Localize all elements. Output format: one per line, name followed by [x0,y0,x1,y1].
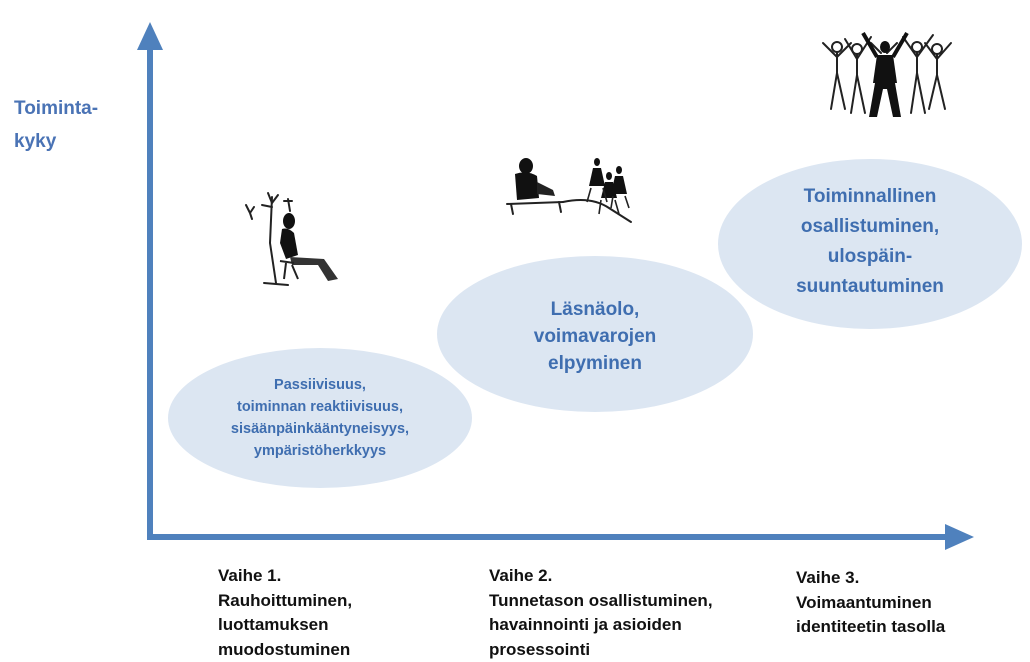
stage-3-label: Vaihe 3. Voimaantuminen identiteetin tas… [796,568,946,636]
phase-3-description: Toiminnallinen osallistuminen, ulospäin-… [796,186,944,297]
person-sitting-by-tree-icon [228,183,356,297]
person-on-bench-watching-group-icon [481,110,661,234]
phase-2-description: Läsnäolo, voimavarojen elpyminen [533,299,657,374]
phase-1-description: Passiivisuus, toiminnan reaktiivisuus, s… [230,377,410,459]
y-axis-arrowhead [137,22,163,50]
y-axis-label: Toiminta- kyky [14,98,99,152]
phase-2-ellipse [437,256,753,412]
phase-1-ellipse [168,348,472,488]
group-raising-arms-icon [811,13,961,125]
x-axis-arrowhead [945,524,974,550]
stage-2-label: Vaihe 2. Tunnetason osallistuminen, hava… [489,566,713,659]
stage-1-label: Vaihe 1. Rauhoittuminen, luottamuksen mu… [218,566,353,659]
phase-3-ellipse [718,159,1022,329]
